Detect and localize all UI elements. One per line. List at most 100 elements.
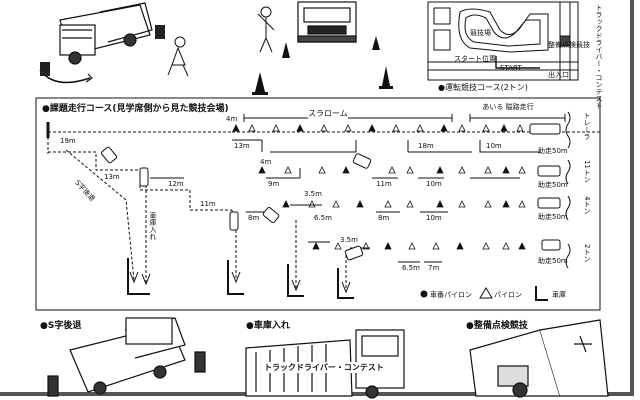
- person-illustration: [167, 36, 189, 77]
- pylon-marker: [484, 200, 492, 208]
- dist-11m-a: 11m: [200, 200, 216, 208]
- dist-8m-b: 8m: [248, 214, 260, 222]
- lane-trailer: トレーラ: [583, 112, 591, 140]
- pylon-marker: [406, 200, 414, 208]
- truck-illustration-top-left: [39, 2, 153, 84]
- pylon-marker: [458, 166, 466, 174]
- dist-11m-b: 11m: [376, 180, 392, 188]
- map-label-venue: 競技場: [470, 29, 491, 37]
- pylon-marker: [500, 124, 508, 132]
- course-pylons: [232, 124, 526, 250]
- lane-2t: 2トン: [583, 244, 591, 263]
- pylon-marker: [518, 242, 526, 250]
- legend-cone-label: 車番パイロン: [430, 291, 472, 299]
- dist-8m-a: 8m: [378, 214, 390, 222]
- lane-11t: 11トン: [583, 160, 591, 183]
- dist-9m-a: 9m: [268, 180, 280, 188]
- pylon-marker: [482, 124, 490, 132]
- dist-10m-b: 10m: [426, 180, 442, 188]
- pylon-marker: [362, 242, 370, 250]
- pylon-marker: [284, 166, 292, 174]
- truck-front-illustration: [297, 1, 357, 43]
- pylon-marker: [502, 200, 510, 208]
- stop-4t: 助走50m: [538, 213, 568, 221]
- pylon-marker: [312, 242, 320, 250]
- course-panel-border: [35, 97, 601, 311]
- stop-11t: 助走50m: [538, 181, 568, 189]
- pylon-marker: [368, 124, 376, 132]
- map-label-start-position: スタート位置: [454, 55, 496, 63]
- dist-4m-b: 4m: [260, 158, 272, 166]
- pylon-marker: [432, 242, 440, 250]
- pylon-marker: [308, 200, 316, 208]
- pylon-marker: [272, 124, 280, 132]
- pylon-marker: [258, 166, 266, 174]
- legend-garage-label: 車庫: [552, 291, 566, 299]
- pylon-marker: [408, 242, 416, 250]
- bottom-garage-title: ●車庫入れ: [246, 321, 290, 331]
- pylon-marker: [436, 200, 444, 208]
- flagman-illustration: [257, 6, 275, 53]
- pylon-marker: [344, 124, 352, 132]
- dist-6-5m-b: 6.5m: [402, 264, 420, 272]
- dist-3-5m-a: 3.5m: [304, 190, 322, 198]
- course-trucks: [100, 123, 561, 261]
- map-label-entrance: 出入口: [548, 71, 569, 79]
- cone-illustration: [40, 25, 165, 76]
- pylon-marker: [440, 124, 448, 132]
- dist-4m-a: 4m: [226, 115, 238, 123]
- bottom-inspection-illustration: [469, 319, 609, 398]
- dist-13m-a: 13m: [104, 173, 120, 181]
- course-lines: [46, 111, 600, 299]
- pylon-marker: [416, 124, 424, 132]
- bottom-inspection-title: ●整備点検競技: [466, 321, 528, 331]
- pylon-marker: [296, 124, 304, 132]
- bottom-s-reverse-title: ●S字後退: [40, 321, 82, 331]
- pylon-marker: [436, 166, 444, 174]
- pylon-marker: [518, 166, 526, 174]
- dist-12m: 12m: [168, 180, 184, 188]
- dist-3-5m-b: 3.5m: [340, 236, 358, 244]
- dist-13m-b: 13m: [234, 142, 250, 150]
- pylon-marker: [406, 166, 414, 174]
- pylon-marker: [388, 166, 396, 174]
- bottom-truck-text: トラックドライバー・コンテスト: [264, 362, 384, 373]
- pylon-marker: [502, 242, 510, 250]
- venue-map: [427, 1, 579, 81]
- dist-10m-c: 10m: [426, 214, 442, 222]
- narrow-label: あいる 隘路走行: [482, 103, 534, 111]
- slalom-label: スラローム: [308, 108, 348, 119]
- map-legend-title: ●運転競技コース(2トン): [438, 83, 528, 92]
- stop-2t: 助走50m: [538, 257, 568, 265]
- pylon-marker: [502, 166, 510, 174]
- course-title: ●課題走行コース(見学席側から見た競技会場): [42, 104, 229, 114]
- pylon-marker: [482, 242, 490, 250]
- map-label-inspection: 整備点検競技: [548, 41, 590, 49]
- pylon-marker: [484, 166, 492, 174]
- pylon-marker: [282, 200, 290, 208]
- pylon-marker: [342, 166, 350, 174]
- stop-trailer: 助走50m: [538, 147, 568, 155]
- dist-19m: 19m: [60, 137, 76, 145]
- dist-18m: 18m: [418, 142, 434, 150]
- cones-middle: [252, 36, 393, 95]
- pylon-marker: [458, 200, 466, 208]
- garage-entry-label: 車庫入れ: [149, 212, 157, 240]
- dist-10m-a: 10m: [486, 142, 502, 150]
- pylon-marker: [332, 200, 340, 208]
- legend-pylon-label: パイロン: [494, 291, 522, 299]
- pylon-marker: [516, 124, 524, 132]
- pylon-marker: [356, 200, 364, 208]
- bottom-s-reverse-illustration: [47, 317, 206, 397]
- pylon-marker: [248, 124, 256, 132]
- pylon-marker: [334, 242, 342, 250]
- pylon-marker: [318, 166, 326, 174]
- legend-icons: [420, 286, 548, 301]
- pylon-marker: [458, 124, 466, 132]
- pylon-marker: [392, 124, 400, 132]
- pylon-marker: [518, 200, 526, 208]
- pylon-marker: [384, 242, 392, 250]
- map-start-label: START: [500, 64, 522, 72]
- dist-7m: 7m: [428, 264, 440, 272]
